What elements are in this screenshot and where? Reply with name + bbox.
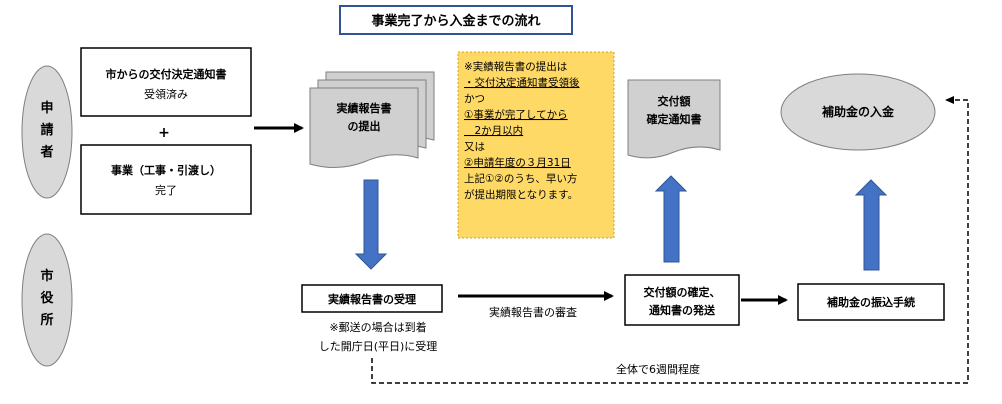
- lane-applicant: 申 請 者: [21, 65, 73, 199]
- note-line-8: 上記①②のうち、早い方: [464, 172, 577, 185]
- note-line-4: ①事業が完了してから: [464, 108, 568, 121]
- blue-arrow-up-payment: [854, 179, 888, 271]
- note-line-3: かつ: [464, 93, 485, 105]
- report-submission-doc: 実績報告書 の提出: [309, 71, 435, 168]
- decision-received-line-2: 受領済み: [144, 87, 188, 101]
- duration-label: 全体で6週間程度: [616, 362, 700, 376]
- receipt-note-line-2: した開庁日(平日)に受理: [319, 339, 438, 353]
- project-completed-line-2: 完了: [155, 183, 177, 197]
- decision-received-line-1: 市からの交付決定通知書: [106, 67, 227, 81]
- notice-doc: 交付額 確定通知書: [627, 79, 721, 159]
- note-line-6: 又は: [464, 141, 485, 153]
- note-line-9: が提出期限となります。: [464, 188, 578, 201]
- page-title: 事業完了から入金までの流れ: [371, 13, 540, 29]
- title-box: 事業完了から入金までの流れ: [339, 5, 573, 35]
- lane-applicant-char-2: 請: [40, 122, 53, 138]
- payment-label: 補助金の入金: [821, 104, 895, 119]
- note-line-2: ・交付決定通知書受領後: [464, 76, 580, 89]
- receipt-note-line-1: ※郵送の場合は到着: [329, 320, 426, 334]
- transfer-label: 補助金の振込手続: [826, 295, 915, 309]
- notice-doc-line-2: 確定通知書: [647, 112, 702, 126]
- lane-applicant-char-3: 者: [39, 144, 53, 160]
- decision-received-box: 市からの交付決定通知書 受領済み: [80, 47, 252, 117]
- lane-city-char-2: 役: [40, 290, 53, 306]
- duration-dashed-line: [371, 96, 969, 384]
- project-completed-box: 事業（工事・引渡し） 完了: [80, 144, 252, 215]
- project-completed-line-1: 事業（工事・引渡し）: [111, 163, 221, 177]
- report-submission-line-1: 実績報告書: [337, 101, 392, 115]
- note-line-1: ※実績報告書の提出は: [464, 60, 567, 73]
- grant-confirm-line-1: 交付額の確定、: [644, 285, 721, 299]
- lane-city-char-1: 市: [40, 268, 53, 284]
- deadline-note: ※実績報告書の提出は ・交付決定通知書受領後 かつ ①事業が完了してから 2か月…: [457, 51, 615, 239]
- grant-confirm-line-2: 通知書の発送: [649, 303, 716, 317]
- lane-applicant-char-1: 申: [40, 100, 53, 116]
- note-line-5: 2か月以内: [464, 124, 523, 137]
- grant-confirm-box: 交付額の確定、 通知書の発送: [624, 274, 740, 326]
- blue-arrow-down: [354, 179, 388, 270]
- note-line-7: ②申請年度の３月31日: [464, 156, 571, 169]
- review-label: 実績報告書の審査: [489, 305, 577, 319]
- blue-arrow-up-notice: [654, 175, 688, 263]
- report-submission-line-2: の提出: [348, 119, 381, 133]
- notice-doc-line-1: 交付額: [658, 94, 691, 108]
- transfer-box: 補助金の振込手続: [797, 283, 945, 321]
- plus-sign: +: [158, 125, 170, 141]
- payment-ellipse: 補助金の入金: [780, 73, 936, 151]
- report-receipt-box: 実績報告書の受理: [301, 284, 443, 313]
- lane-city-char-3: 所: [40, 312, 53, 328]
- lane-city: 市 役 所: [21, 233, 73, 367]
- report-receipt-label: 実績報告書の受理: [328, 292, 416, 306]
